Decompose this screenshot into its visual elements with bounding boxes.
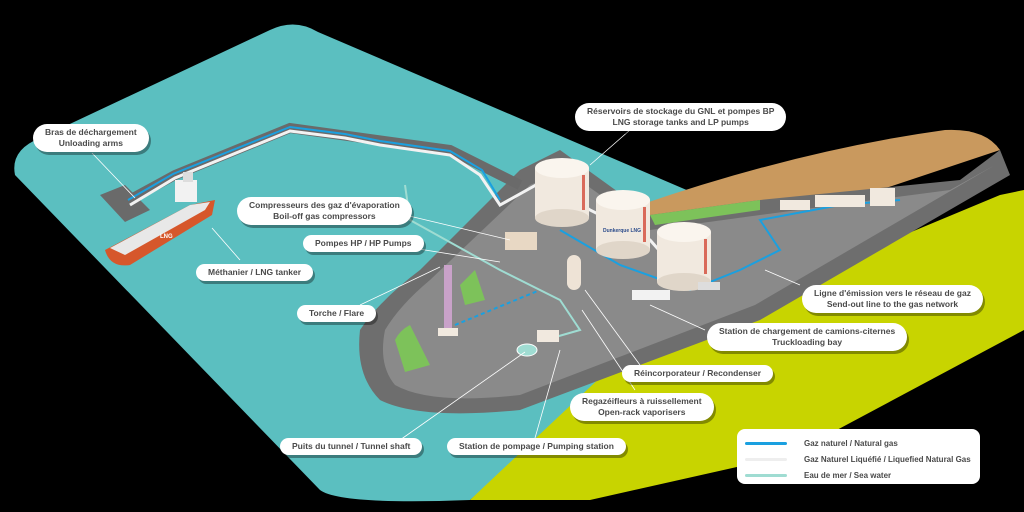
legend-swatch [745, 473, 787, 477]
tanker-truck [698, 282, 720, 290]
callout-en: Open-rack vaporisers [598, 407, 686, 417]
pumping-station-building [537, 330, 559, 342]
jetty-head [100, 185, 150, 222]
admin-building [870, 188, 895, 206]
pumping-station-basin [516, 343, 538, 357]
callout-fr: Bras de déchargement [45, 127, 137, 137]
callout-en: Send-out line to the gas network [826, 299, 959, 309]
storage-tank: Dunkerque LNG [596, 190, 650, 259]
callout-fr: Puits du tunnel / Tunnel shaft [292, 441, 411, 451]
legend: Gaz naturel / Natural gas Gaz Naturel Li… [737, 429, 980, 484]
callout-fr: Réincorporateur / Recondenser [634, 368, 762, 378]
truckloading-canopy [632, 290, 670, 300]
storage-tank [657, 222, 711, 291]
callout-lng-tanker: Méthanier / LNG tanker [196, 264, 314, 281]
legend-label: Gaz Naturel Liquéfié / Liquefied Natural… [804, 454, 971, 464]
callout-pumping-station: Station de pompage / Pumping station [447, 438, 626, 455]
admin-building [780, 200, 810, 210]
legend-item-sea-water: Eau de mer / Sea water [737, 467, 980, 483]
callout-fr: Station de pompage / Pumping station [459, 441, 614, 451]
callout-recondenser: Réincorporateur / Recondenser [622, 365, 774, 382]
callout-hp-pumps: Pompes HP / HP Pumps [303, 235, 424, 252]
callout-fr: Torche / Flare [309, 308, 365, 318]
callout-fr: Pompes HP / HP Pumps [315, 238, 412, 248]
flare-line [454, 289, 541, 326]
grass-patch [395, 325, 430, 372]
legend-item-lng: Gaz Naturel Liquéfié / Liquefied Natural… [737, 451, 980, 467]
callout-en: Unloading arms [58, 138, 123, 148]
callout-unloading-arms: Bras de déchargement Unloading arms [33, 124, 149, 152]
callout-send-out-line: Ligne d'émission vers le réseau de gaz S… [802, 285, 983, 313]
callout-en: Truckloading bay [772, 337, 843, 347]
flare-tower [444, 265, 452, 330]
legend-item-natural-gas: Gaz naturel / Natural gas [737, 435, 980, 451]
callout-fr: Méthanier / LNG tanker [208, 267, 302, 277]
callout-truckloading-bay: Station de chargement de camions-citerne… [707, 323, 908, 351]
flare-base [438, 328, 458, 336]
callout-tunnel-shaft: Puits du tunnel / Tunnel shaft [280, 438, 423, 455]
callout-fr: Réservoirs de stockage du GNL et pompes … [587, 106, 775, 116]
callout-fr: Compresseurs des gaz d'évaporation [249, 200, 400, 210]
callout-en: Boil-off gas compressors [273, 211, 376, 221]
callout-en: LNG storage tanks and LP pumps [612, 117, 749, 127]
callout-flare: Torche / Flare [297, 305, 377, 322]
recondenser-vessel [567, 255, 581, 290]
grass-patch [460, 270, 485, 305]
callout-fr: Regazéifleurs à ruissellement [582, 396, 702, 406]
ship-label: LNG [160, 234, 173, 240]
tank-brand: Dunkerque LNG [603, 228, 641, 234]
callout-storage-tanks: Réservoirs de stockage du GNL et pompes … [575, 103, 787, 131]
storage-tank [535, 158, 589, 227]
callout-open-rack-vaporisers: Regazéifleurs à ruissellement Open-rack … [570, 393, 714, 421]
legend-label: Eau de mer / Sea water [804, 470, 892, 480]
callout-fr: Ligne d'émission vers le réseau de gaz [814, 288, 971, 298]
land-area-upper [820, 190, 1024, 300]
callout-fr: Station de chargement de camions-citerne… [719, 326, 896, 336]
callout-bog-compressors: Compresseurs des gaz d'évaporation Boil-… [237, 197, 412, 225]
lng-tanker-ship: LNG [105, 172, 215, 266]
send-out-pipeline [559, 199, 901, 292]
compressor-building [505, 232, 537, 250]
admin-building [815, 195, 865, 207]
legend-swatch [745, 457, 787, 461]
grass-strip [650, 200, 760, 225]
natural-gas-pipeline [127, 125, 501, 201]
legend-swatch [745, 441, 787, 445]
legend-label: Gaz naturel / Natural gas [804, 438, 898, 448]
